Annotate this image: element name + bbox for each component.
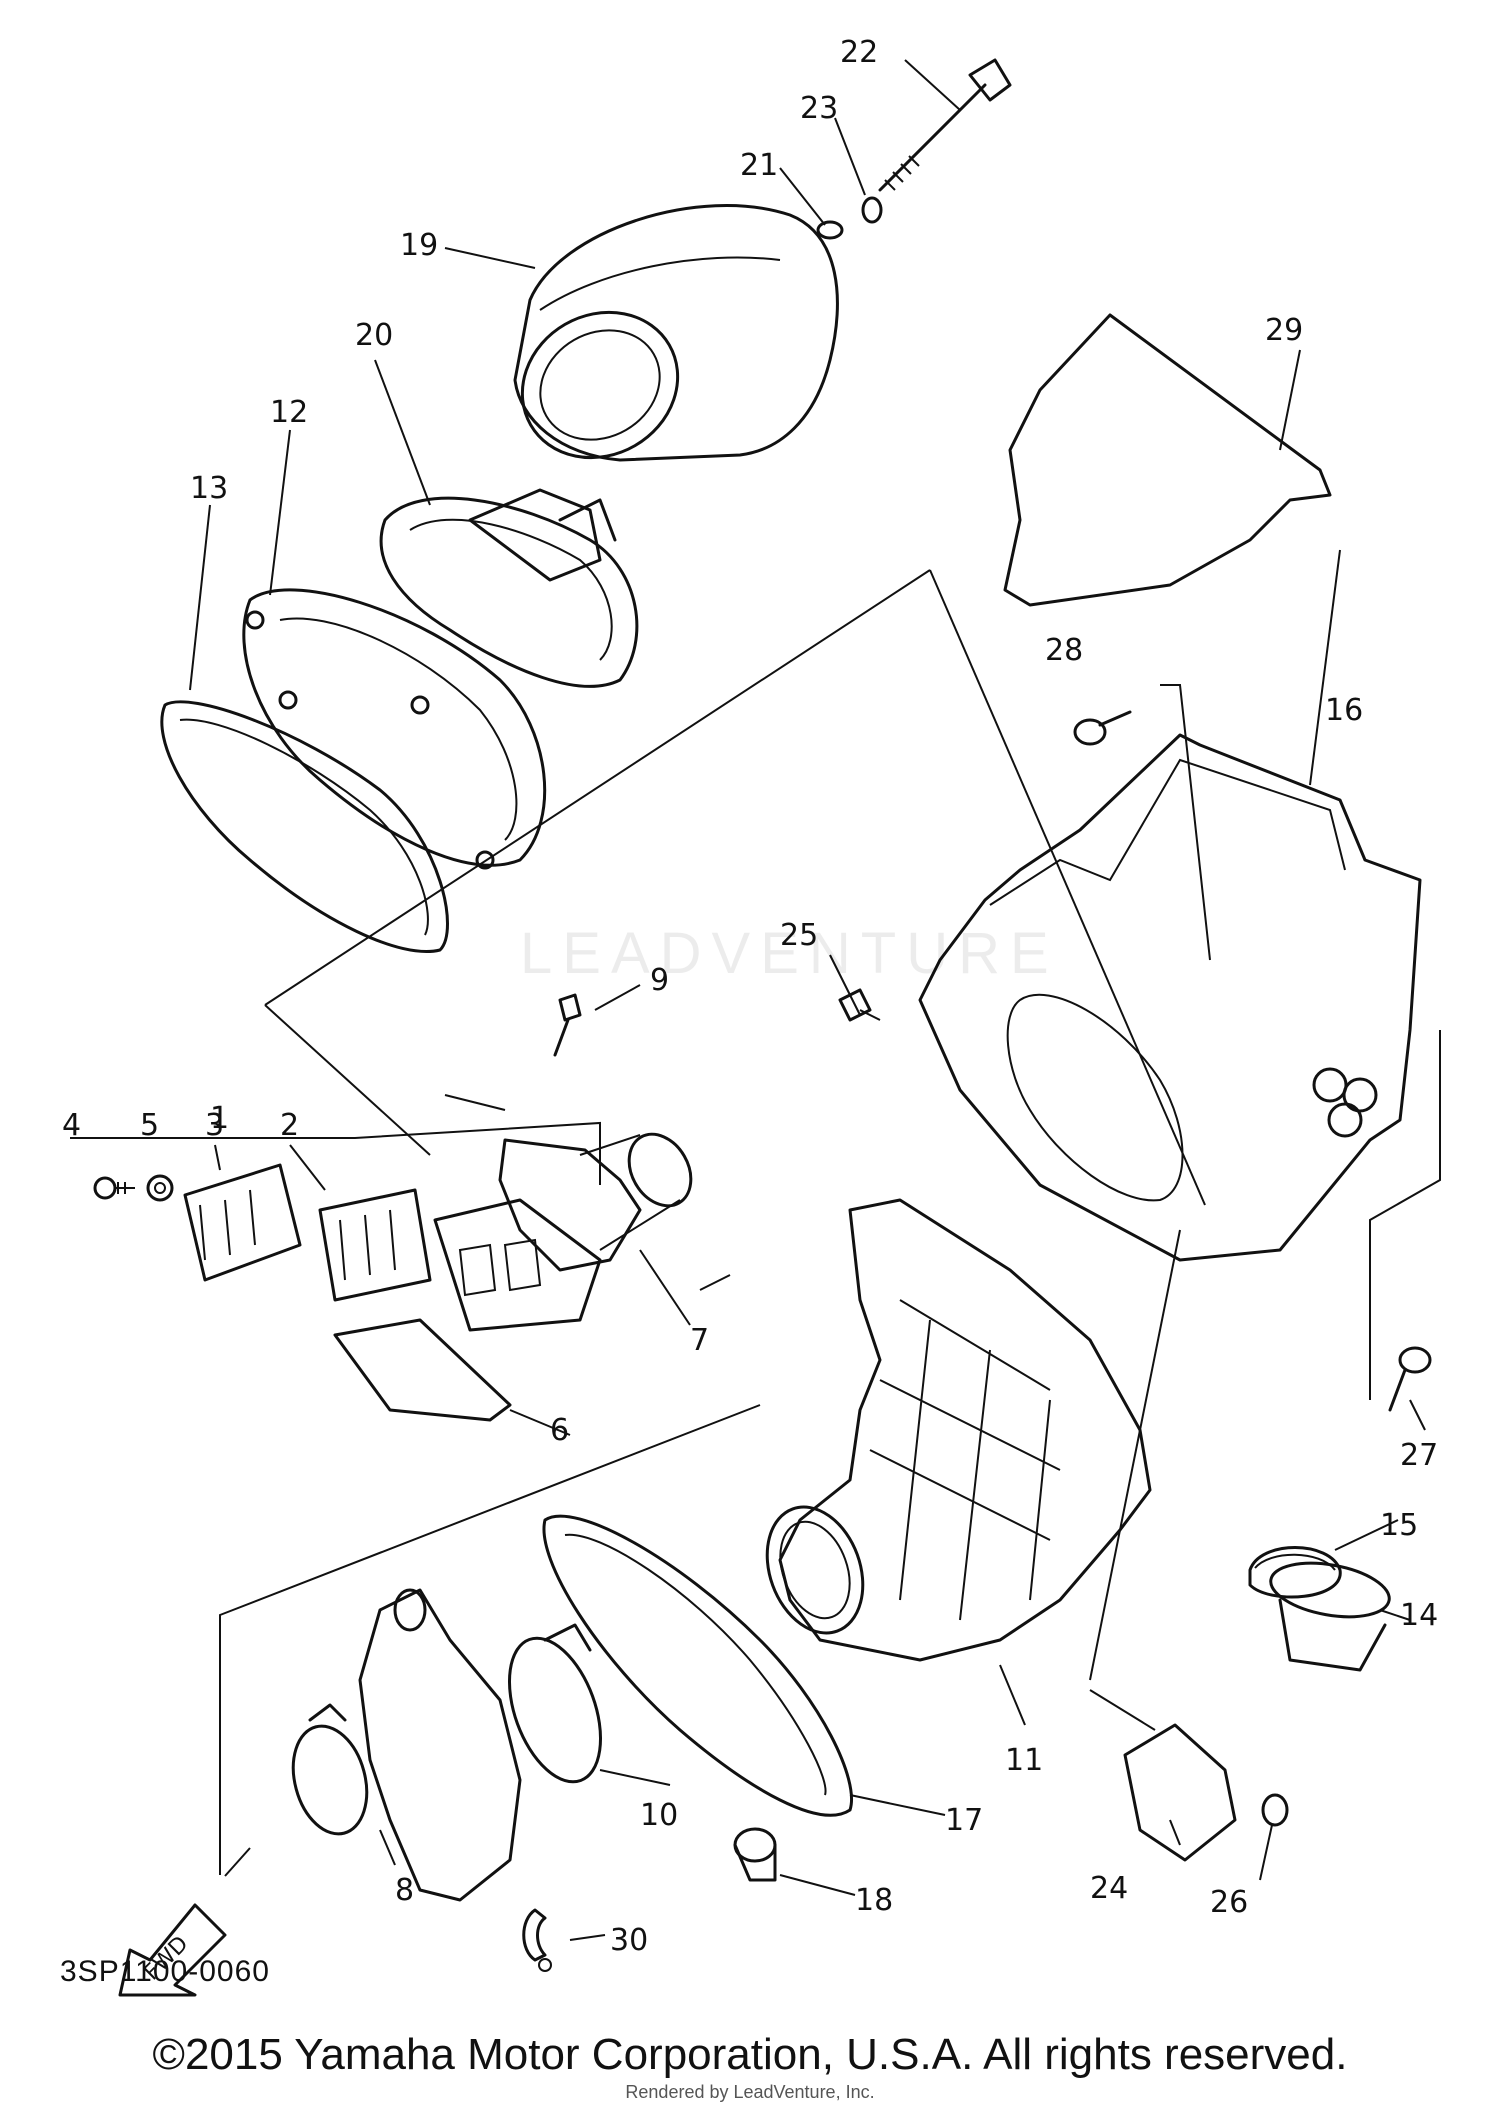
bolt-assembly xyxy=(816,58,1012,240)
grommet xyxy=(1269,1561,1391,1672)
damper xyxy=(733,1827,777,1882)
callout-25: 25 xyxy=(780,918,818,953)
callout-15: 15 xyxy=(1380,1508,1418,1543)
callout-6: 6 xyxy=(550,1413,569,1448)
callout-9: 9 xyxy=(650,963,669,998)
air-filter-element xyxy=(513,204,839,462)
render-credit: Rendered by LeadVenture, Inc. xyxy=(625,2082,875,2102)
carburetor-joint xyxy=(498,1132,693,1272)
filter-guide xyxy=(379,488,639,688)
callout-11: 11 xyxy=(1005,1743,1043,1778)
callout-4: 4 xyxy=(62,1108,81,1143)
air-cleaner-joint xyxy=(765,1198,1152,1662)
callout-10: 10 xyxy=(640,1798,678,1833)
callout-1: 1 xyxy=(210,1101,229,1136)
bolt-top xyxy=(1073,710,1132,746)
callout-labels: 1 2 3 4 5 6 7 8 9 10 11 12 13 14 15 16 1… xyxy=(62,35,1438,1958)
callout-22: 22 xyxy=(840,35,878,70)
callout-30: 30 xyxy=(610,1923,648,1958)
callout-7: 7 xyxy=(690,1323,709,1358)
air-box xyxy=(918,733,1422,1262)
screw xyxy=(838,988,881,1022)
callout-12: 12 xyxy=(270,395,308,430)
joint-clamp xyxy=(507,1623,603,1784)
callout-3: 3 xyxy=(205,1108,224,1143)
leader-lines xyxy=(189,59,1426,1941)
joint-gasket xyxy=(542,1514,853,1817)
callout-16: 16 xyxy=(1325,693,1363,728)
cover xyxy=(1003,313,1332,607)
phantom-frames xyxy=(70,569,1441,1877)
callout-17: 17 xyxy=(945,1803,983,1838)
sponge xyxy=(1123,1723,1237,1862)
callout-21: 21 xyxy=(740,148,778,183)
callout-23: 23 xyxy=(800,91,838,126)
callout-26: 26 xyxy=(1210,1885,1248,1920)
callout-2: 2 xyxy=(280,1108,299,1143)
callout-27: 27 xyxy=(1400,1438,1438,1473)
diagram-code: 3SP1100-0060 xyxy=(60,1955,270,1988)
callout-20: 20 xyxy=(355,318,393,353)
callout-29: 29 xyxy=(1265,313,1303,348)
callout-28: 28 xyxy=(1045,633,1083,668)
callout-5: 5 xyxy=(140,1108,159,1143)
filter-cage xyxy=(242,588,547,870)
washer xyxy=(1261,1793,1289,1827)
hose-clamp xyxy=(291,1703,369,1836)
callout-8: 8 xyxy=(395,1873,414,1908)
seal xyxy=(1248,1546,1342,1599)
callout-19: 19 xyxy=(400,228,438,263)
bolt-with-washer xyxy=(1388,1346,1432,1412)
callout-24: 24 xyxy=(1090,1871,1128,1906)
watermark: LEADVENTURE xyxy=(520,921,1059,986)
carburetor xyxy=(358,1588,522,1902)
callout-18: 18 xyxy=(855,1883,893,1918)
clip xyxy=(522,1908,552,1972)
bolt xyxy=(553,993,582,1057)
callout-13: 13 xyxy=(190,471,228,506)
callout-14: 14 xyxy=(1400,1598,1438,1633)
copyright-footer: ©2015 Yamaha Motor Corporation, U.S.A. A… xyxy=(152,2030,1348,2079)
reed-valve-parts xyxy=(93,1163,602,1422)
gasket xyxy=(160,700,449,953)
